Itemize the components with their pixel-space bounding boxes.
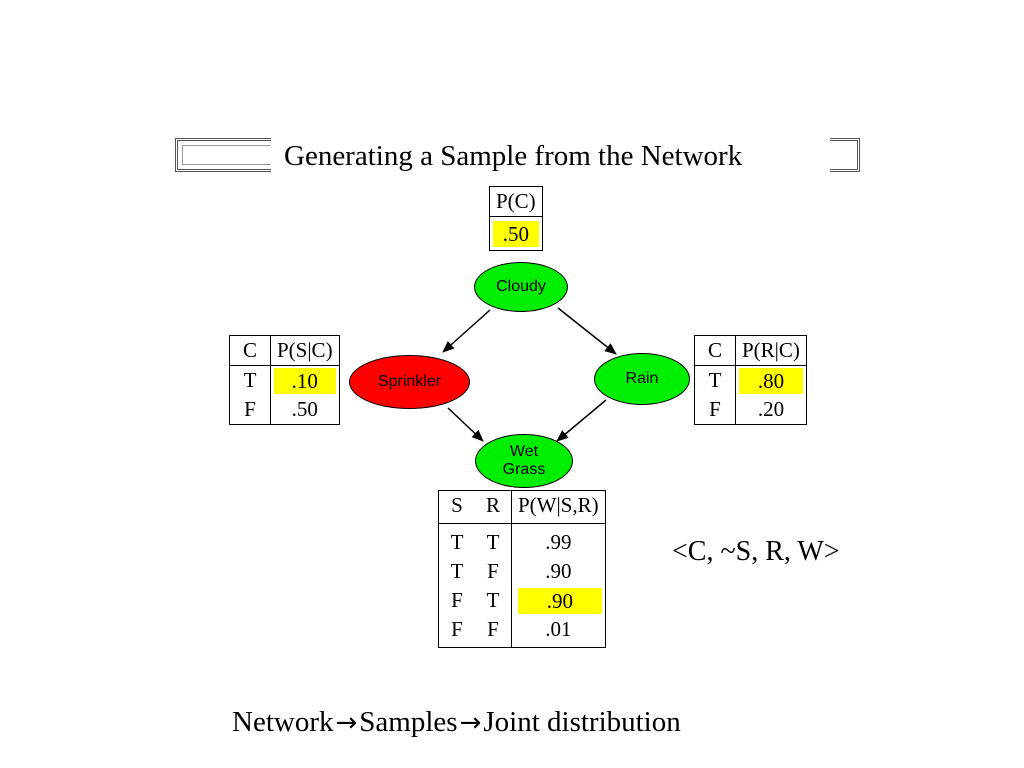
cpt-wet-grass-row3-p-cell: .90 bbox=[512, 586, 606, 615]
edge-cloudy-sprinkler bbox=[442, 309, 491, 353]
cpt-sprinkler-row2-p: .50 bbox=[291, 397, 318, 421]
cpt-cloudy-value-cell: .50 bbox=[490, 217, 543, 251]
node-cloudy: Cloudy bbox=[474, 262, 568, 312]
cpt-rain-row1-p: .80 bbox=[739, 367, 803, 394]
footer-joint-distribution: Joint distribution bbox=[483, 706, 681, 738]
cpt-cloudy: P(C) .50 bbox=[489, 186, 543, 251]
cpt-wet-grass-row3-r: T bbox=[475, 586, 512, 615]
cpt-cloudy-value: .50 bbox=[493, 220, 539, 247]
cpt-wet-grass-row4-r: F bbox=[475, 615, 512, 648]
node-sprinkler-label: Sprinkler bbox=[377, 373, 442, 390]
cpt-rain-row1-p-cell: .80 bbox=[736, 366, 807, 396]
cpt-sprinkler: C P(S|C) T .10 F .50 bbox=[229, 335, 340, 425]
cpt-wet-grass-row1-r: T bbox=[475, 523, 512, 557]
cpt-sprinkler-header-p: P(S|C) bbox=[270, 335, 340, 366]
footer-samples: Samples bbox=[359, 706, 458, 738]
cpt-rain-row2-c: F bbox=[694, 395, 736, 425]
cpt-wet-grass-header-s: S bbox=[438, 490, 475, 524]
cpt-sprinkler-row1-c: T bbox=[229, 365, 271, 395]
cpt-wet-grass-row1-s: T bbox=[450, 530, 464, 554]
node-rain-label: Rain bbox=[625, 370, 659, 387]
cpt-wet-grass-header-r: R bbox=[475, 490, 512, 524]
sample-tuple: <C, ~S, R, W> bbox=[672, 536, 840, 567]
node-sprinkler: Sprinkler bbox=[349, 355, 470, 409]
cpt-cloudy-header: P(C) bbox=[489, 186, 543, 217]
cpt-wet-grass-row2-s: T bbox=[450, 559, 464, 583]
cpt-wet-grass: S R P(W|S,R) T T .99 T F .90 F T .90 F F… bbox=[438, 490, 606, 648]
edge-cloudy-rain bbox=[557, 307, 617, 355]
cpt-rain-row2-p: .20 bbox=[757, 397, 785, 421]
footer-caption: Network → Samples → Joint distribution bbox=[232, 706, 681, 739]
cpt-rain-row1-c: T bbox=[694, 365, 736, 395]
cpt-wet-grass-header-p: P(W|S,R) bbox=[511, 490, 606, 524]
node-rain: Rain bbox=[594, 353, 690, 405]
cpt-sprinkler-header-c: C bbox=[229, 335, 271, 366]
cpt-rain-header-p: P(R|C) bbox=[735, 335, 807, 366]
title-bar: Generating a Sample from the Network bbox=[170, 134, 870, 180]
edge-rain-wetgrass bbox=[556, 399, 607, 442]
node-wet-grass-label-line1: Wet bbox=[509, 443, 539, 460]
cpt-wet-grass-row3-s: F bbox=[451, 588, 463, 612]
cpt-wet-grass-row4-p: .01 bbox=[545, 617, 572, 641]
cpt-rain-header-c: C bbox=[694, 335, 736, 366]
cpt-wet-grass-row2-p: .90 bbox=[545, 559, 572, 583]
node-cloudy-label: Cloudy bbox=[496, 278, 546, 295]
node-wet-grass-label-line2: Grass bbox=[502, 461, 546, 478]
title-decoration-right bbox=[830, 138, 860, 172]
slide-title: Generating a Sample from the Network bbox=[284, 140, 743, 172]
cpt-wet-grass-row1-p: .99 bbox=[545, 530, 572, 554]
cpt-rain: C P(R|C) T .80 F .20 bbox=[694, 335, 807, 425]
title-decoration-left bbox=[175, 138, 271, 172]
edge-sprinkler-wetgrass bbox=[447, 407, 484, 442]
node-wet-grass: Wet Grass bbox=[475, 434, 573, 488]
cpt-wet-grass-row3-p: .90 bbox=[518, 587, 602, 614]
cpt-wet-grass-row2-r: F bbox=[475, 557, 512, 586]
arrow-right-icon: → bbox=[459, 707, 482, 738]
cpt-sprinkler-row1-p-cell: .10 bbox=[271, 366, 340, 396]
footer-network: Network bbox=[232, 706, 334, 738]
cpt-sprinkler-row1-p: .10 bbox=[274, 367, 336, 394]
cpt-sprinkler-row2-c: F bbox=[229, 395, 271, 425]
cpt-wet-grass-row4-s: F bbox=[451, 617, 463, 641]
arrow-right-icon: → bbox=[335, 707, 358, 738]
